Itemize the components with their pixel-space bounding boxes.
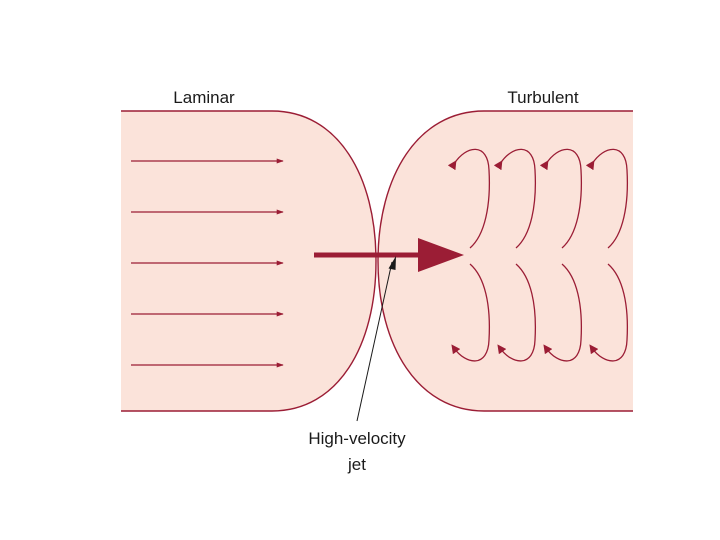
laminar-region (121, 111, 376, 411)
turbulent-region (378, 111, 633, 411)
laminar-label: Laminar (173, 88, 235, 107)
jet-label-line2: jet (347, 455, 366, 474)
jet-label-line1: High-velocity (308, 429, 406, 448)
turbulent-label: Turbulent (507, 88, 578, 107)
